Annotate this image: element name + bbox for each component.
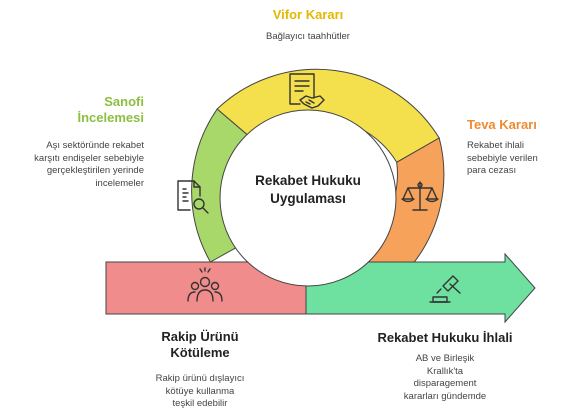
vifor-title: Vifor Kararı xyxy=(272,7,344,22)
sanofi-title-line2: İncelemesi xyxy=(77,110,145,125)
document-handshake-icon xyxy=(289,73,325,109)
document-search-icon xyxy=(177,180,209,214)
rakip-title-line1: Rakip Ürünü xyxy=(161,329,239,344)
ihlal-title: Rekabet Hukuku İhlali xyxy=(377,330,513,345)
rakip-desc-line: Rakip ürünü dışlayıcı xyxy=(155,373,245,384)
ihlal-desc-line: kararları gündemde xyxy=(403,390,487,402)
ihlal-desc: AB ve Birleşik Krallık'ta disparagement … xyxy=(380,353,510,403)
rakip-desc-line: kötüye kullanma xyxy=(165,385,235,397)
center-title-line2: Uygulaması xyxy=(270,191,346,206)
sanofi-title-line1: Sanofi xyxy=(104,94,144,109)
people-group-icon xyxy=(187,267,223,302)
ihlal-desc-line: disparagement xyxy=(413,378,477,389)
vifor-desc: Bağlayıcı taahhütler xyxy=(266,31,350,42)
teva-desc: Rekabet ihlali sebebiyle verilen para ce… xyxy=(467,140,567,178)
rakip-desc-line: teşkil edebilir xyxy=(172,398,228,409)
teva-title: Teva Kararı xyxy=(467,117,537,132)
sanofi-desc-line: karşıtı endişeler sebebiyle xyxy=(34,152,144,164)
sanofi-desc-line: Aşı sektöründe rekabet xyxy=(46,140,144,151)
center-title: Rekabet Hukuku Uygulaması xyxy=(228,172,388,208)
sanofi-desc-line: incelemeler xyxy=(95,177,144,189)
gavel-icon xyxy=(429,275,461,303)
rakip-desc: Rakip ürünü dışlayıcı kötüye kullanma te… xyxy=(130,373,270,411)
green-arrow xyxy=(305,252,536,324)
sanofi-title: Sanofi İncelemesi xyxy=(40,94,145,126)
sanofi-desc: Aşı sektöründe rekabet karşıtı endişeler… xyxy=(4,140,144,190)
teva-desc-line: sebebiyle verilen xyxy=(467,152,538,164)
ihlal-desc-line: Krallık'ta xyxy=(426,365,464,377)
center-title-line1: Rekabet Hukuku xyxy=(255,173,361,188)
center-circle xyxy=(219,109,397,287)
ihlal-desc-line: AB ve Birleşik xyxy=(415,353,475,364)
scales-icon xyxy=(401,181,439,211)
sanofi-desc-line: gerçekleştirilen yerinde xyxy=(46,165,144,176)
rakip-title: Rakip Ürünü Kötüleme xyxy=(130,329,270,361)
rakip-title-line2: Kötüleme xyxy=(170,345,230,360)
teva-desc-line: Rekabet ihlali xyxy=(467,140,525,151)
teva-desc-line: para cezası xyxy=(467,165,517,176)
